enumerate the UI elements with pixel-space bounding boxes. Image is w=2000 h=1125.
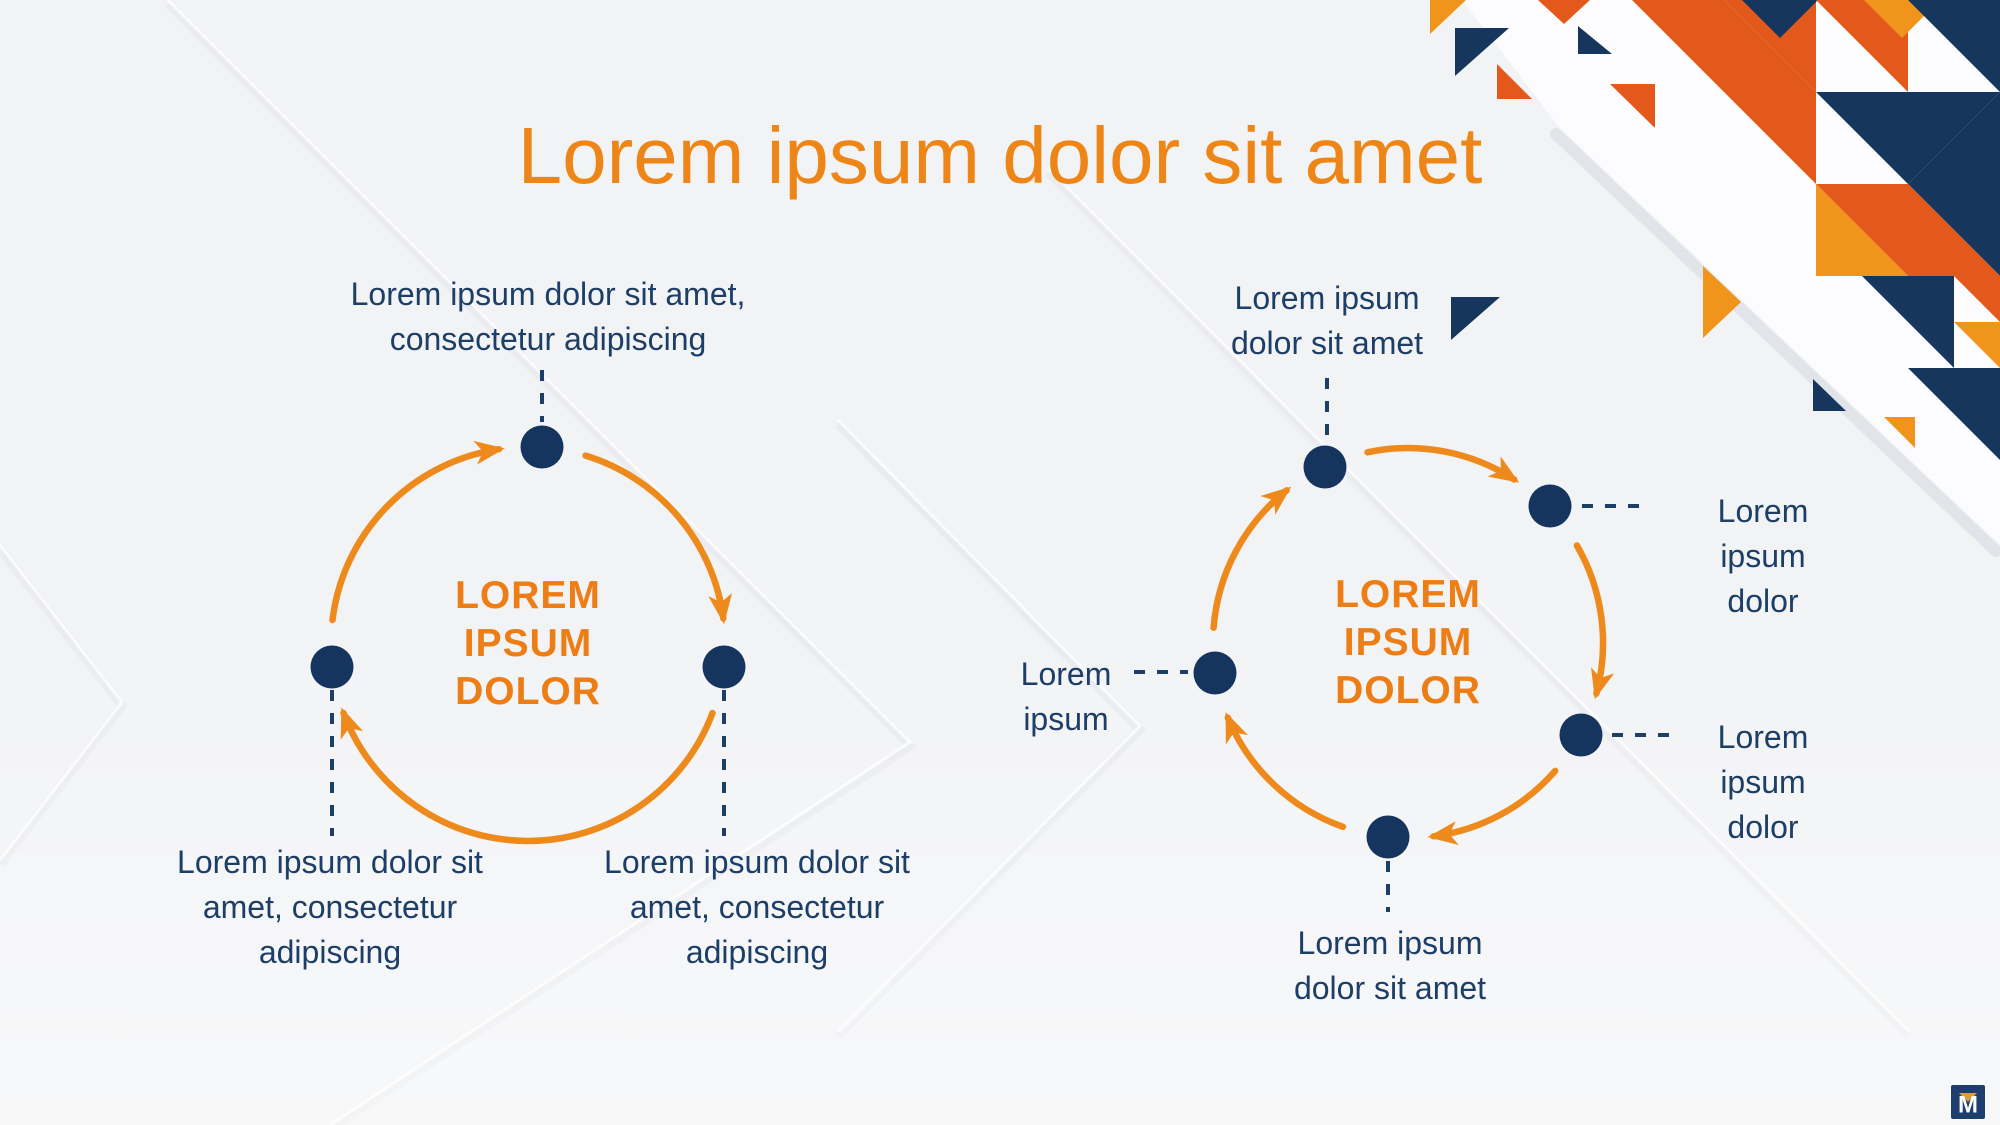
left-arc-left-to-top	[329, 440, 505, 624]
right-node-left	[1193, 651, 1237, 695]
left-diagram-top-label: Lorem ipsum dolor sit amet, consectetur …	[350, 276, 746, 357]
left-cycle-arrows	[329, 440, 733, 845]
background-bottom-fade	[0, 620, 2000, 1125]
right-diagram-left-label: Lorem ipsum	[1020, 656, 1112, 737]
right-diagram-center-label: LOREM IPSUM DOLOR	[1335, 573, 1481, 712]
left-diagram-bottom-left-label: Lorem ipsum dolor sit amet, consectetur …	[177, 844, 483, 970]
brand-logo-triangle-icon	[1959, 1093, 1977, 1102]
right-diagram-right-bottom-label: Lorem ipsum dolor	[1717, 719, 1809, 845]
cycle-node-dots	[310, 425, 1603, 859]
right-diagram-top-label: Lorem ipsum dolor sit amet	[1230, 280, 1424, 361]
right-diagram-bottom-label: Lorem ipsum dolor sit amet	[1293, 925, 1487, 1006]
right-arc-left-to-top	[1210, 486, 1292, 631]
left-diagram-center-label: LOREM IPSUM DOLOR	[455, 574, 601, 713]
left-node-right	[702, 645, 746, 689]
brand-logo: M	[1951, 1085, 1985, 1119]
left-arc-right-to-left	[340, 707, 716, 845]
right-node-top	[1303, 445, 1347, 489]
left-diagram-bottom-right-label: Lorem ipsum dolor sit amet, consectetur …	[604, 844, 910, 970]
label-connector-dashes	[330, 370, 1672, 912]
right-arc-bottom-to-left	[1224, 712, 1347, 831]
mosaic-triangles	[1430, 0, 2000, 460]
left-node-top	[520, 425, 564, 469]
brand-logo-letter: M	[1958, 1092, 1978, 1119]
right-arc-bottomright-to-bottom	[1427, 767, 1559, 846]
slide-title: Lorem ipsum dolor sit amet	[517, 111, 1483, 200]
right-arc-topright-to-bottomright	[1573, 542, 1615, 700]
left-node-left	[310, 645, 354, 689]
right-cycle-arrows	[1210, 444, 1615, 846]
left-arc-top-to-right	[582, 452, 733, 625]
right-diagram-right-top-label: Lorem ipsum dolor	[1717, 493, 1809, 619]
right-node-bottom	[1366, 815, 1410, 859]
right-node-topright	[1528, 484, 1572, 528]
corner-triangle-mosaic	[1430, 0, 2000, 557]
right-node-bottomright	[1559, 713, 1603, 757]
right-arc-top-to-topright	[1364, 444, 1520, 483]
